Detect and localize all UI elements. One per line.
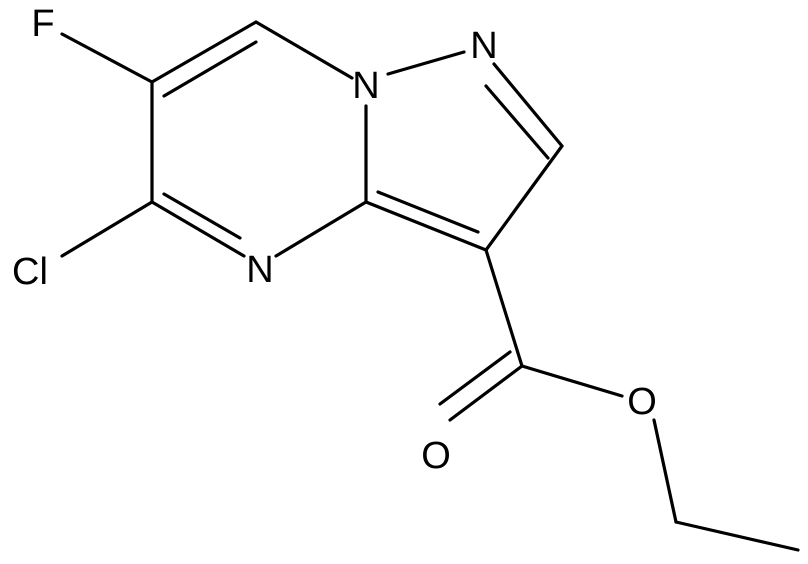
bond-c5-cl <box>60 200 154 258</box>
pyrimidine-nitrogen-label: N <box>246 249 273 291</box>
bond-ch2-ch3 <box>674 520 800 552</box>
bond-carbonyl-ester-o <box>520 364 624 398</box>
chlorine-label: Cl <box>12 251 48 293</box>
bridgehead-nitrogen-label: N <box>352 65 379 107</box>
bond-carbonyl-o <box>448 364 524 422</box>
bond-c2-c3 <box>484 144 564 252</box>
ester-oxygen-label: O <box>627 381 657 423</box>
bond-c3a-n4 <box>274 200 368 258</box>
bond-carbonyl-o-inner <box>438 350 512 406</box>
bond-c7-c6 <box>150 20 258 84</box>
bond-ester-o-ch2 <box>652 418 678 524</box>
bond-c7-c6-inner <box>162 40 258 98</box>
bond-c6-f <box>60 32 154 84</box>
bond-n2-c2 <box>492 62 564 148</box>
atom-labels: F Cl N N N O O <box>12 3 657 477</box>
bonds <box>60 20 800 552</box>
bond-n1-n2 <box>386 50 466 76</box>
carbonyl-oxygen-label: O <box>421 435 451 477</box>
bond-c3-c3a <box>364 200 488 252</box>
bond-c3-c3a-inner <box>376 190 480 234</box>
bond-n4-c5 <box>150 200 246 258</box>
bond-n2-c2-inner <box>484 84 550 160</box>
bond-c7-n1 <box>254 20 354 80</box>
bond-c3-carbonyl <box>484 248 524 368</box>
pyrazole-nitrogen-label: N <box>470 25 497 67</box>
bond-n4-c5-inner <box>162 192 242 240</box>
fluorine-label: F <box>31 3 54 45</box>
